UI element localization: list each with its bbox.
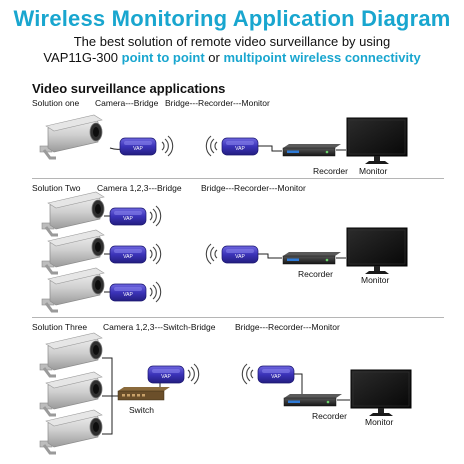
product-model: VAP11G-300	[43, 50, 118, 65]
solution-two-graphics	[40, 190, 408, 313]
solution-three-switch-label: Switch	[129, 405, 155, 415]
divider-1	[32, 178, 444, 179]
solution-one-graphics	[38, 113, 408, 165]
bridge-icon	[109, 283, 147, 302]
solution-one-right-label: Bridge---Recorder---Monitor	[165, 98, 270, 108]
solution-two-monitor-label: Monitor	[361, 275, 390, 285]
solution-one-left-label: Camera---Bridge	[95, 98, 159, 108]
recorder-icon	[282, 143, 342, 157]
wifi-signal-icon	[241, 363, 254, 385]
wifi-signal-icon	[187, 363, 200, 385]
wifi-signal-icon	[149, 205, 162, 227]
bridge-icon	[221, 137, 259, 156]
wifi-signal-icon	[205, 243, 218, 265]
bridge-icon	[109, 207, 147, 226]
monitor-icon	[346, 227, 408, 275]
solution-three-recorder-label: Recorder	[312, 411, 347, 421]
solution-one-monitor-label: Monitor	[359, 166, 388, 176]
wifi-signal-icon	[205, 135, 218, 157]
solution-two-right-label: Bridge---Recorder---Monitor	[201, 183, 306, 193]
section-title: Video surveillance applications	[32, 81, 226, 96]
diagram-title: Wireless Monitoring Application Diagram	[13, 6, 451, 31]
recorder-icon	[283, 393, 343, 407]
camera-icon	[38, 331, 104, 378]
bridge-icon	[109, 245, 147, 264]
solution-three-right-label: Bridge---Recorder---Monitor	[235, 322, 340, 332]
solution-two-left-label: Camera 1,2,3---Bridge	[97, 183, 182, 193]
diagram-subtitle-line1: The best solution of remote video survei…	[73, 34, 391, 49]
camera-icon	[40, 190, 106, 237]
switch-icon	[117, 387, 170, 401]
solution-one-recorder-label: Recorder	[313, 166, 348, 176]
solution-two-recorder-label: Recorder	[298, 269, 333, 279]
solution-one-label: Solution one	[32, 98, 80, 108]
diagram-subtitle-line2: VAP11G-300 point to point or multipoint …	[0, 50, 464, 65]
or-text: or	[208, 50, 220, 65]
multipoint-text: multipoint wireless connectivity	[223, 50, 421, 65]
camera-icon	[38, 370, 104, 417]
solution-three-graphics	[38, 331, 412, 455]
solution-two-label: Solution Two	[32, 183, 81, 193]
recorder-icon	[282, 251, 342, 265]
bridge-icon	[221, 245, 259, 264]
divider-2	[32, 317, 444, 318]
monitor-icon	[350, 369, 412, 417]
solution-three-monitor-label: Monitor	[365, 417, 394, 427]
wifi-signal-icon	[161, 135, 174, 157]
bridge-icon	[119, 137, 157, 156]
solution-three-left-label: Camera 1,2,3---Switch-Bridge	[103, 322, 216, 332]
bridge-icon	[257, 365, 295, 384]
wifi-signal-icon	[149, 243, 162, 265]
camera-icon	[38, 113, 104, 160]
bridge-icon	[147, 365, 185, 384]
solution-three-label: Solution Three	[32, 322, 88, 332]
wifi-signal-icon	[149, 281, 162, 303]
monitor-icon	[346, 117, 408, 165]
point-to-point-text: point to point	[121, 50, 205, 65]
